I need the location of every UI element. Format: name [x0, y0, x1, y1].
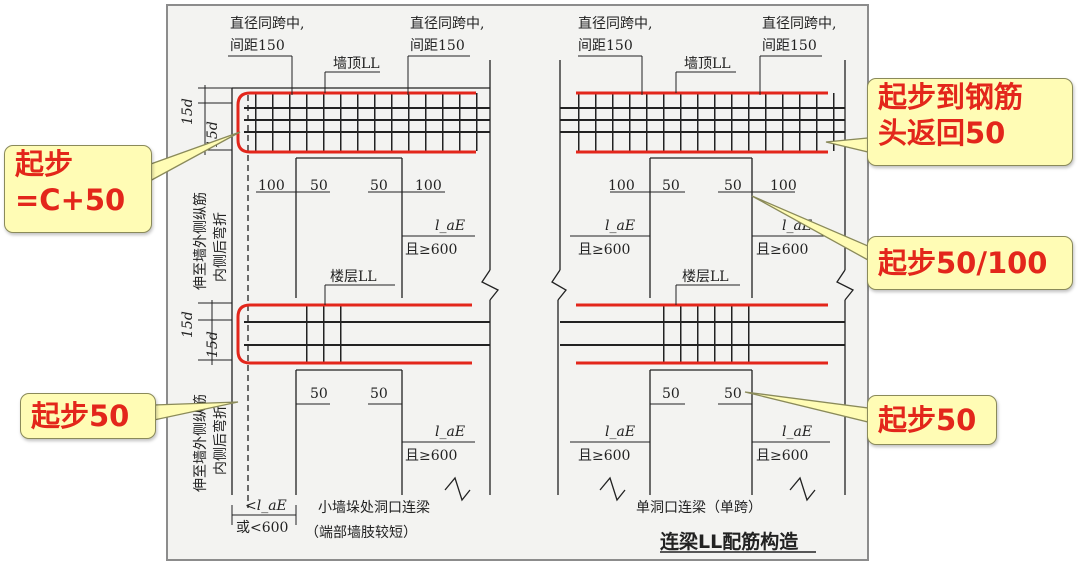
- right-wall-outline: [551, 60, 855, 502]
- callout-start-50-right: 起步50: [867, 395, 997, 445]
- right-dim-50-d: 50: [724, 386, 742, 402]
- left-beam-label-top: 墙顶LL: [333, 56, 380, 72]
- right-leaders: [570, 55, 830, 443]
- callout-start-c50-line2: =C+50: [15, 183, 126, 217]
- right-top-note-left-l1: 直径同跨中,: [578, 15, 652, 32]
- right-dim-ge600-a: 且≥600: [578, 242, 630, 258]
- left-top-beam: [236, 91, 490, 154]
- right-top-beam: [560, 91, 845, 154]
- left-top-note-left-l2: 间距150: [230, 38, 285, 54]
- left-floor-beam: [236, 303, 490, 365]
- right-dim-100-b: 100: [770, 178, 797, 194]
- callout-start-return-line1: 起步到钢筋: [878, 80, 1024, 114]
- left-dim-50-c: 50: [310, 386, 328, 402]
- left-dim-lae-a: l_aE: [435, 218, 465, 234]
- right-top-note-right-l2: 间距150: [762, 38, 817, 54]
- callout-start-50-right-text: 起步50: [878, 403, 977, 437]
- left-dim-50-d: 50: [370, 386, 388, 402]
- right-dim-ge600-d: 且≥600: [756, 448, 808, 464]
- left-side-note-top: 伸至墙外侧纵筋: [192, 192, 209, 290]
- callout-start-return-line2: 头返回50: [878, 116, 1006, 150]
- left-top-note-left-l1: 直径同跨中,: [230, 15, 304, 32]
- left-bottom-dim-lt: <l_aE: [245, 498, 287, 514]
- callout-start-50-100-text: 起步50/100: [878, 246, 1048, 280]
- right-dim-50-b: 50: [724, 178, 742, 194]
- left-dim-100-b: 100: [415, 178, 442, 194]
- right-dim-ge600-b: 且≥600: [756, 242, 808, 258]
- right-dim-lae-d: l_aE: [782, 424, 812, 440]
- left-dim-lae-b: l_aE: [435, 424, 465, 440]
- left-caption: 小墙垛处洞口连梁: [318, 500, 430, 516]
- left-top-note-right-l2: 间距150: [410, 38, 465, 54]
- left-dim-50-a: 50: [310, 178, 328, 194]
- left-top-note-right-l1: 直径同跨中,: [410, 15, 484, 32]
- callout-pointers: [147, 131, 869, 423]
- callout-start-c50: 起步 =C+50: [4, 145, 152, 233]
- right-floor-beam: [560, 303, 845, 365]
- left-dim-15d-3: 15d: [180, 311, 196, 338]
- callout-start-return: 起步到钢筋 头返回50: [867, 78, 1073, 166]
- left-dim-ge600-b: 且≥600: [405, 448, 457, 464]
- left-dim-ge600-a: 且≥600: [405, 242, 457, 258]
- right-dim-50-a: 50: [662, 178, 680, 194]
- left-dim-15d-4: 15d: [205, 331, 221, 358]
- left-side-note-top2: 内侧后弯折: [212, 212, 229, 282]
- right-beam-label-floor: 楼层LL: [682, 269, 729, 285]
- callout-start-50-left: 起步50: [20, 393, 156, 439]
- left-side-note-bottom2: 内侧后弯折: [212, 405, 229, 475]
- right-dim-50-c: 50: [662, 386, 680, 402]
- right-top-note-left-l2: 间距150: [578, 38, 633, 54]
- right-dim-ge600-c: 且≥600: [578, 448, 630, 464]
- callout-start-c50-line1: 起步: [15, 147, 74, 181]
- left-leaders: [198, 55, 475, 525]
- left-side-note-bottom: 伸至墙外侧纵筋: [192, 394, 209, 492]
- right-dim-lae-a: l_aE: [605, 218, 635, 234]
- callout-start-50-left-text: 起步50: [31, 399, 130, 433]
- right-top-note-right-l1: 直径同跨中,: [762, 15, 836, 32]
- left-dim-15d-1: 15d: [180, 98, 196, 125]
- right-caption: 单洞口连梁（单跨）: [636, 500, 762, 516]
- callout-start-50-100: 起步50/100: [867, 236, 1073, 290]
- left-beam-label-floor: 楼层LL: [330, 269, 377, 285]
- figure-title: 连梁LL配筋构造: [660, 530, 799, 553]
- right-dim-100-a: 100: [608, 178, 635, 194]
- right-dim-lae-c: l_aE: [605, 424, 635, 440]
- left-bottom-dim-or: 或<600: [236, 520, 288, 536]
- left-dim-50-b: 50: [370, 178, 388, 194]
- left-wall-outline: [231, 60, 500, 508]
- left-caption-sub: （端部墙肢较短）: [305, 525, 417, 541]
- left-dim-100-a: 100: [258, 178, 285, 194]
- right-beam-label-top: 墙顶LL: [684, 56, 731, 72]
